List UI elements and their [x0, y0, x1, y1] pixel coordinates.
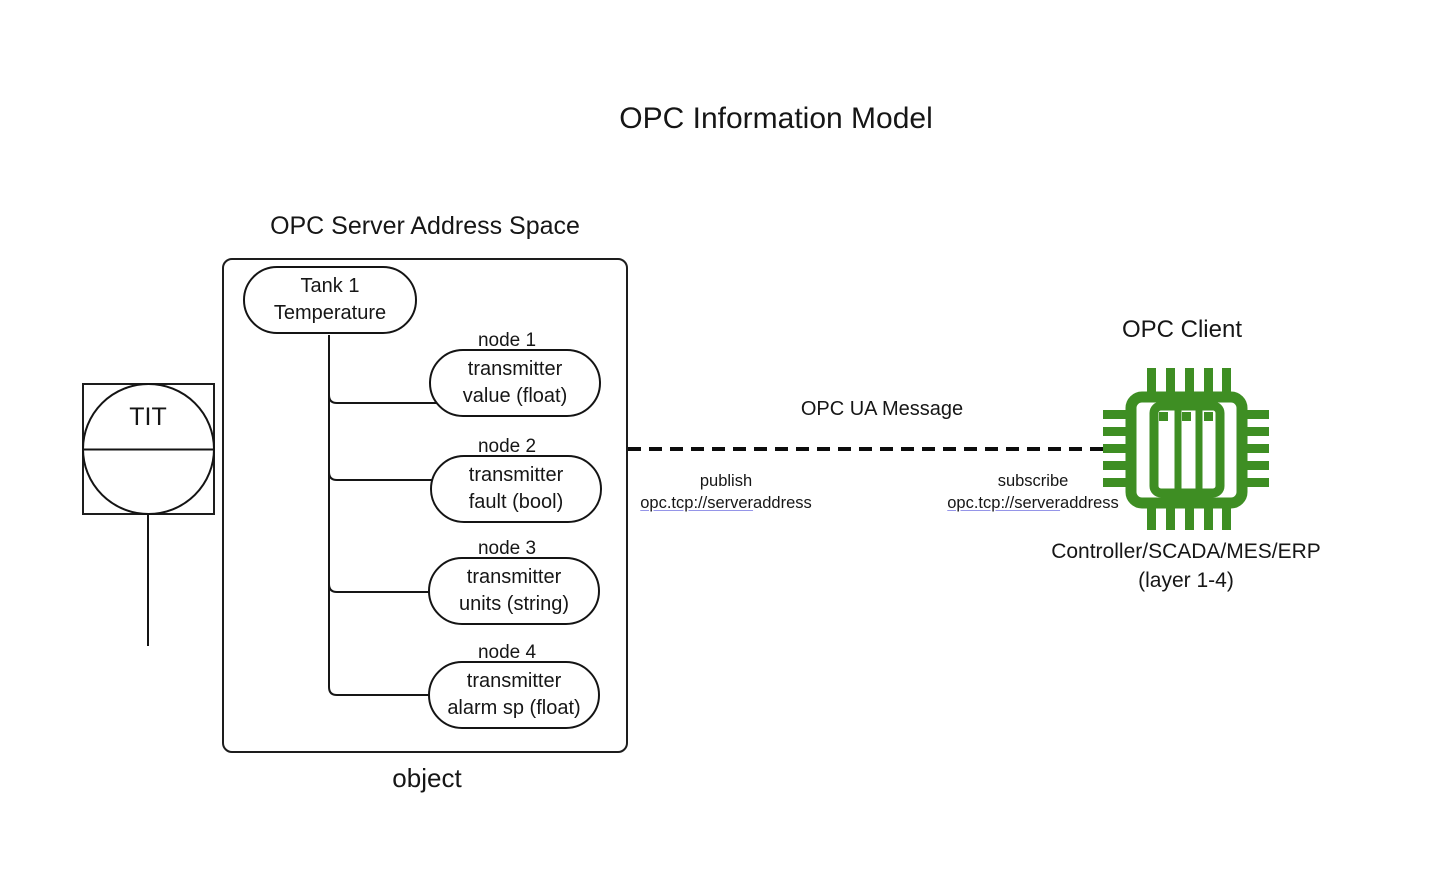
tree-connectors — [328, 335, 437, 696]
subscribe-address-link[interactable]: opc.tcp://server — [947, 493, 1061, 512]
tank-node-line2: Temperature — [273, 302, 387, 324]
node-4-line2: alarm sp (float) — [447, 697, 581, 719]
page-title: OPC Information Model — [619, 102, 933, 135]
subscribe-action: subscribe — [997, 472, 1069, 490]
tit-instrument-icon — [82, 383, 215, 646]
subscribe-address-rest: address — [1060, 493, 1119, 512]
publish-action: publish — [699, 472, 753, 490]
node-1-line1: transmitter — [467, 358, 563, 380]
node-4-label: node 4 — [477, 642, 537, 663]
tank-node-line1: Tank 1 — [300, 275, 360, 297]
node-3-line1: transmitter — [466, 566, 562, 588]
node-1-line2: value (float) — [462, 385, 568, 407]
node-4-line1: transmitter — [466, 670, 562, 692]
client-caption-line2: (layer 1-4) — [1138, 569, 1234, 592]
subscribe-label-block: subscribe opc.tcp://serveraddress — [923, 471, 1143, 514]
subscribe-address: opc.tcp://serveraddress — [923, 493, 1143, 515]
object-caption: object — [392, 763, 462, 793]
opc-ua-message-label: OPC UA Message — [800, 398, 964, 420]
publish-address: opc.tcp://serveraddress — [616, 493, 836, 515]
publish-address-link[interactable]: opc.tcp://server — [640, 493, 754, 512]
client-caption-block: Controller/SCADA/MES/ERP (layer 1-4) — [1012, 537, 1360, 595]
chip-icon — [1103, 368, 1269, 530]
server-address-space-box — [222, 258, 628, 753]
node-2-label: node 2 — [477, 436, 537, 457]
node-2-shape: transmitter fault (bool) — [430, 455, 602, 523]
node-3-shape: transmitter units (string) — [428, 557, 600, 625]
tit-instrument-label: TIT — [129, 403, 167, 431]
node-3-label: node 3 — [477, 538, 537, 559]
client-caption-line1: Controller/SCADA/MES/ERP — [1051, 540, 1321, 563]
publish-address-rest: address — [753, 493, 812, 512]
node-3-line2: units (string) — [458, 593, 570, 615]
server-address-space-heading: OPC Server Address Space — [270, 212, 580, 240]
tank-temperature-node: Tank 1 Temperature — [243, 266, 417, 334]
node-4-shape: transmitter alarm sp (float) — [428, 661, 600, 729]
node-2-line1: transmitter — [468, 464, 564, 486]
node-1-label: node 1 — [477, 330, 537, 351]
publish-label-block: publish opc.tcp://serveraddress — [616, 471, 836, 514]
node-2-line2: fault (bool) — [468, 491, 564, 513]
opc-client-heading: OPC Client — [1121, 316, 1243, 343]
node-1-shape: transmitter value (float) — [429, 349, 601, 417]
